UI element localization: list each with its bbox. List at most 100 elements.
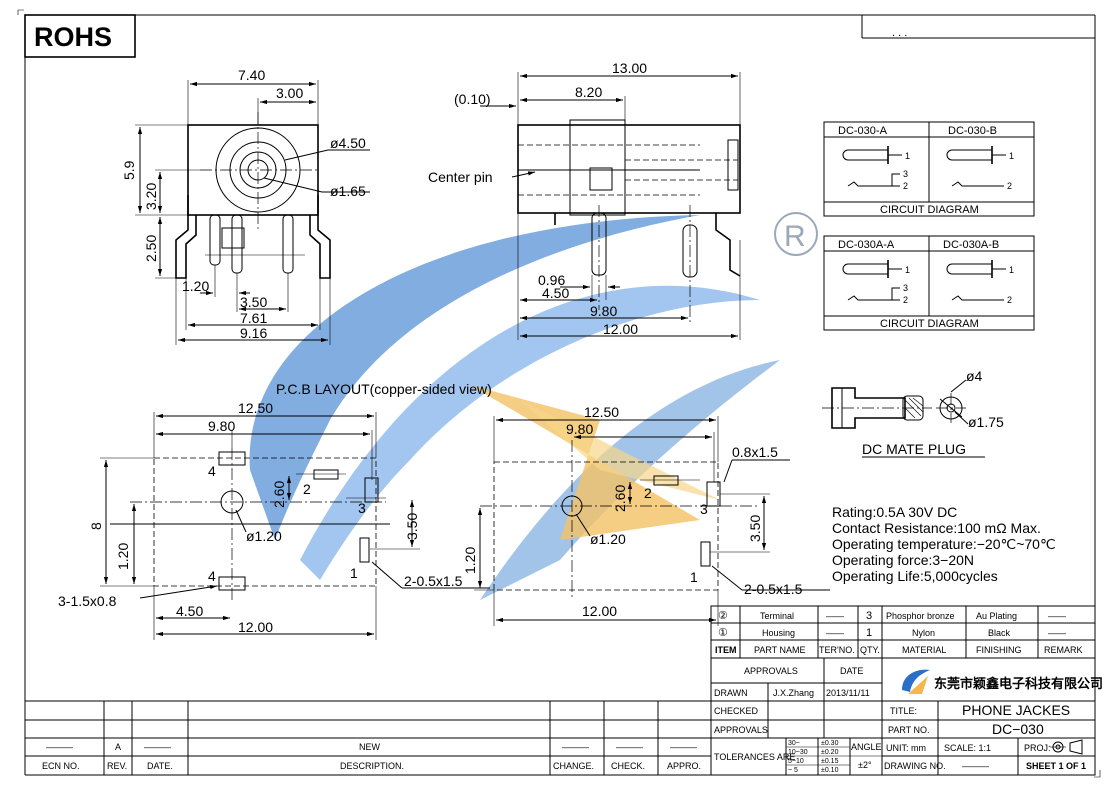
svg-text:2: 2	[1007, 295, 1012, 305]
svg-text:——: ——	[1048, 628, 1066, 638]
spec-temperature: Operating temperature:−20℃~70℃	[832, 536, 1056, 552]
svg-text:PART NAME: PART NAME	[754, 645, 806, 655]
pcb-dim-8: 8	[88, 522, 104, 530]
svg-text:2: 2	[903, 181, 908, 191]
side-view: Center pin 13.00 (0.10) 8.20 0.96 4.50 9…	[428, 60, 741, 340]
svg-text:J.X.Zhang: J.X.Zhang	[773, 688, 814, 698]
dim-1.20: 1.20	[182, 278, 209, 294]
svg-text:1: 1	[905, 265, 910, 275]
svg-text:PROJ:: PROJ:	[1024, 743, 1051, 753]
pcb-dim-3.50: 3.50	[404, 513, 420, 540]
pcb-dim-d1.20: ø1.20	[246, 528, 282, 544]
svg-text:——: ——	[826, 628, 844, 638]
circuit-caption2: CIRCUIT DIAGRAM	[880, 318, 979, 330]
svg-text:3: 3	[700, 501, 708, 517]
svg-text:A: A	[115, 742, 121, 752]
dim-d1.65: ø1.65	[330, 183, 366, 199]
svg-text:———: ———	[562, 742, 589, 752]
spec-life: Operating Life:5,000cycles	[832, 568, 998, 584]
svg-text:10~30: 10~30	[788, 749, 808, 756]
circuit-label-b2: DC-030A-B	[943, 239, 999, 251]
svg-text:Housing: Housing	[762, 628, 795, 638]
svg-text:——: ——	[1048, 611, 1066, 621]
circuit-diagram-top: DC-030-A DC-030-B CIRCUIT DIAGRAM 1 3 2 …	[823, 121, 1035, 217]
svg-text:FINISHING: FINISHING	[976, 645, 1022, 655]
circuit-label-b: DC-030-B	[948, 125, 997, 137]
svg-text:3: 3	[866, 610, 872, 622]
svg-text:CHECKED: CHECKED	[714, 706, 759, 716]
svg-text:———: ———	[670, 742, 697, 752]
svg-text:±2°: ±2°	[858, 760, 872, 770]
circuit-label-a: DC-030-A	[838, 125, 888, 137]
pcb-r-dim-12.50: 12.50	[584, 404, 619, 420]
svg-text:———: ———	[144, 742, 171, 752]
svg-text:CHANGE.: CHANGE.	[553, 761, 594, 771]
projection-symbol-icon	[1050, 739, 1083, 755]
svg-text:———: ———	[962, 761, 989, 771]
part-number: DC−030	[992, 721, 1044, 737]
drawing-title: PHONE JACKES	[962, 702, 1070, 718]
dim-7.61: 7.61	[240, 310, 267, 326]
svg-text:3: 3	[903, 283, 908, 293]
company-name: 东莞市颖鑫电子科技有限公司	[934, 676, 1103, 692]
pcb-r-dim-2-0.5x1.5: 2-0.5x1.5	[744, 581, 803, 597]
svg-text:~ 5: ~ 5	[788, 767, 798, 774]
svg-text:Nylon: Nylon	[912, 628, 935, 638]
svg-text:DATE.: DATE.	[147, 761, 173, 771]
dim-8.20: 8.20	[575, 84, 602, 100]
svg-text:4: 4	[208, 463, 216, 479]
svg-text:UNIT: mm: UNIT: mm	[886, 743, 926, 753]
svg-text:APPROVALS: APPROVALS	[714, 725, 768, 735]
dim-9.80: 9.80	[590, 303, 617, 319]
plug-caption: DC MATE PLUG	[862, 441, 966, 457]
svg-text:APPRO.: APPRO.	[667, 761, 701, 771]
circuit-label-a2: DC-030A-A	[838, 239, 895, 251]
svg-text:ECN NO.: ECN NO.	[42, 761, 80, 771]
dim-2.50: 2.50	[143, 235, 159, 262]
svg-text:———: ———	[616, 742, 643, 752]
pcb-dim-1.20: 1.20	[115, 543, 131, 570]
svg-text:SCALE: 1:1: SCALE: 1:1	[944, 743, 991, 753]
dim-3.20: 3.20	[143, 183, 159, 210]
revision-table: ——— A ——— NEW ——— ——— ——— ECN NO. REV. D…	[25, 700, 711, 775]
svg-text:±0.10: ±0.10	[821, 767, 839, 774]
spec-rating: Rating:0.5A 30V DC	[832, 504, 957, 520]
svg-text:1: 1	[905, 151, 910, 161]
svg-text:CHECK.: CHECK.	[611, 761, 645, 771]
svg-text:TER'NO.: TER'NO.	[819, 645, 855, 655]
svg-text:±0.20: ±0.20	[821, 749, 839, 756]
svg-text:NEW: NEW	[359, 742, 381, 752]
svg-text:5~10: 5~10	[788, 758, 804, 765]
svg-text:1: 1	[1009, 265, 1014, 275]
pcb-r-dim-9.80: 9.80	[566, 421, 593, 437]
pcb-r-dim-d1.20: ø1.20	[590, 531, 626, 547]
svg-text:1: 1	[1009, 151, 1014, 161]
pcb-r-dim-2.60: 2.60	[612, 485, 628, 512]
svg-text:1: 1	[866, 627, 872, 639]
svg-text:1: 1	[690, 569, 698, 585]
svg-text:MATERIAL: MATERIAL	[902, 645, 946, 655]
dim-0.10: (0.10)	[454, 91, 491, 107]
dim-13.00: 13.00	[612, 60, 647, 76]
svg-text:———: ———	[46, 742, 73, 752]
svg-text:3: 3	[358, 500, 366, 516]
svg-text:Phosphor bronze: Phosphor bronze	[886, 611, 955, 621]
pcb-dim-12.50: 12.50	[238, 400, 273, 416]
svg-text:Black: Black	[988, 628, 1011, 638]
dim-12.00: 12.00	[603, 321, 638, 337]
svg-text:PART NO.: PART NO.	[888, 725, 930, 735]
specifications: Rating:0.5A 30V DC Contact Resistance:10…	[832, 504, 1056, 584]
center-pin-label: Center pin	[428, 169, 493, 185]
svg-text:2: 2	[903, 295, 908, 305]
circuit-caption: CIRCUIT DIAGRAM	[880, 204, 979, 216]
pcb-layout-left: 4 2 3 1 4 12.50 9.80 8 1.20 2.60 3.50 ø1…	[58, 400, 490, 640]
pcb-dim-2-0.5x1.5: 2-0.5x1.5	[404, 573, 463, 589]
svg-text:R: R	[784, 220, 806, 253]
svg-text:DATE: DATE	[840, 666, 863, 676]
svg-text:DRAWN: DRAWN	[714, 688, 748, 698]
bom-table: ② Terminal —— 3 Phosphor bronze Au Plati…	[710, 605, 1096, 659]
svg-text:2: 2	[644, 485, 652, 501]
svg-text:ANGLE: ANGLE	[851, 742, 882, 752]
spec-contact-resistance: Contact Resistance:100 mΩ Max.	[832, 520, 1041, 536]
